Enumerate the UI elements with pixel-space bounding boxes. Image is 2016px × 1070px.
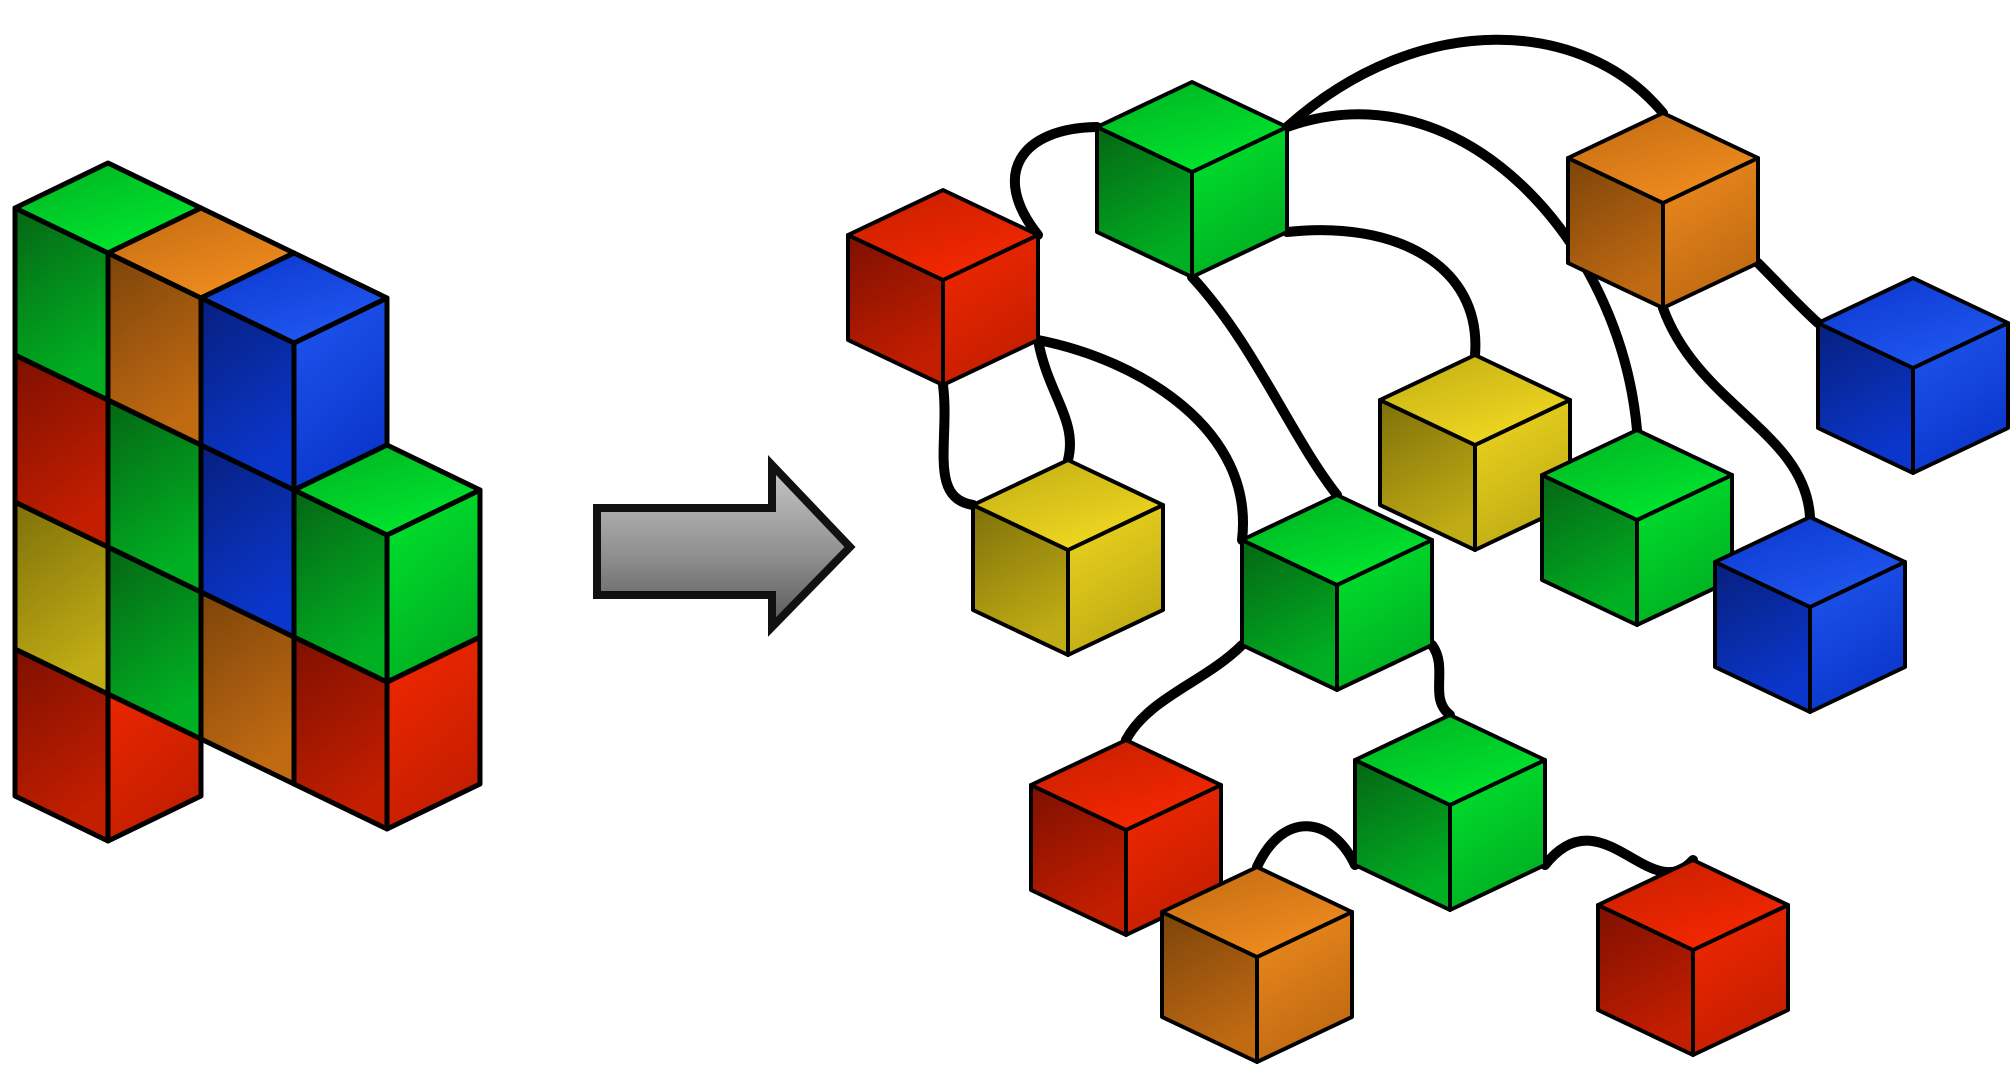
graph-cube-red1: [846, 188, 1040, 387]
edge-green2-red2: [1121, 640, 1247, 745]
graph-cube-green4: [1353, 713, 1547, 912]
cube-face-top: [971, 458, 1165, 552]
graph-cube-orange1: [1566, 111, 1760, 310]
edge-red1-yellow1: [1033, 335, 1075, 465]
edge-red1-green1: [1009, 122, 1102, 240]
cube-face-top: [1353, 713, 1547, 807]
cube-face-top: [1095, 80, 1289, 174]
edge-green1-yellow2: [1282, 225, 1481, 360]
cube-face-top: [1713, 515, 1907, 609]
stacked-cube-structure: [12, 160, 483, 844]
edge-orange1-blue2: [1658, 303, 1815, 522]
cube-face-top: [1378, 353, 1572, 447]
graph-nodes: [846, 80, 2010, 1064]
stacked-cube-green-3-0-2: [291, 442, 483, 685]
cube-face-top: [1596, 858, 1790, 952]
cube-face-top: [291, 442, 483, 538]
edge-red1-yellow1: [938, 380, 978, 510]
edge-orange1-blue1: [1753, 258, 1823, 328]
cube-face-top: [1160, 865, 1354, 959]
cube-face-top: [1029, 738, 1223, 832]
graph-cube-yellow1: [971, 458, 1165, 657]
stacked-cube-blue-2-0-3: [198, 250, 390, 493]
transform-arrow: [593, 454, 856, 637]
cube-face-top: [198, 250, 390, 346]
edge-green1-orange1: [1282, 34, 1668, 132]
cube-face-top: [846, 188, 1040, 282]
graph-cube-blue1: [1816, 276, 2010, 475]
edge-green4-red3: [1540, 835, 1698, 878]
right-arrow-icon: [593, 454, 856, 637]
edge-green1-green2: [1187, 272, 1342, 500]
cube-face-top: [1566, 111, 1760, 205]
graph-cube-green1: [1095, 80, 1289, 279]
graph-cube-red2: [1029, 738, 1223, 937]
graph-cube-red3: [1596, 858, 1790, 1057]
edge-red1-green2: [1033, 335, 1249, 545]
cube-face-top: [1540, 428, 1734, 522]
graph-cube-green2: [1240, 493, 1434, 692]
graph-cube-orange2: [1160, 865, 1354, 1064]
edge-green2-green4: [1427, 640, 1455, 720]
cube-face-top: [1240, 493, 1434, 587]
graph-cube-blue2: [1713, 515, 1907, 714]
graph-cube-green3: [1540, 428, 1734, 627]
edge-green1-green3: [1282, 109, 1642, 435]
cube-face-top: [1816, 276, 2010, 370]
edge-orange2-green4: [1252, 821, 1360, 872]
graph-edges: [938, 34, 1823, 878]
